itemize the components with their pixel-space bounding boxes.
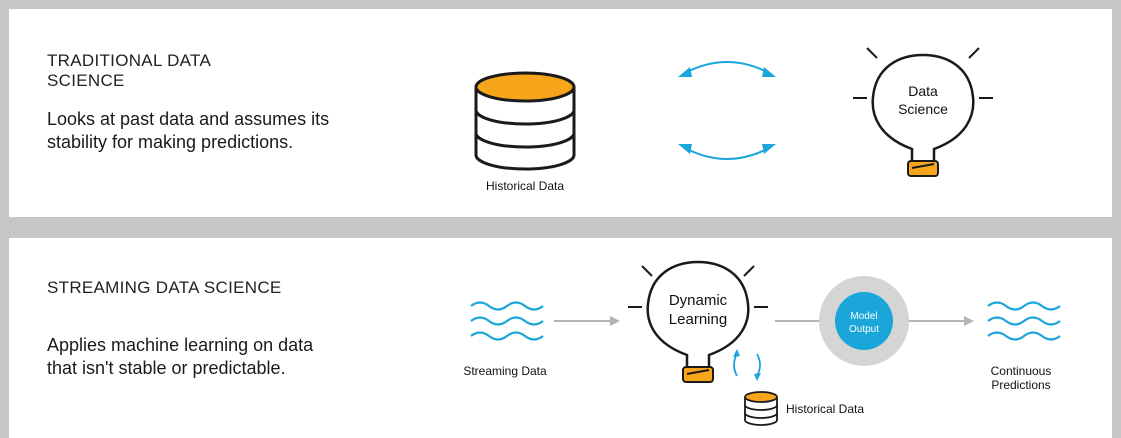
bulb-label-line2: Science: [898, 101, 948, 117]
stream-label: Streaming Data: [463, 364, 547, 378]
predictions-label: Continuous Predictions: [976, 364, 1066, 392]
wave-icon: [470, 301, 544, 341]
bulb-label-line2: Learning: [669, 311, 727, 328]
database-label: Historical Data: [485, 179, 565, 193]
model-output-icon: [819, 276, 909, 366]
bidirectional-arrow-icon: [733, 349, 761, 381]
traditional-heading: TRADITIONAL DATA SCIENCE: [47, 51, 211, 90]
wave-icon: [987, 301, 1061, 341]
predictions-label-line2: Predictions: [991, 378, 1051, 392]
database-icon: [744, 391, 778, 426]
model-label-line2: Output: [849, 324, 879, 335]
streaming-diagram: Dynamic Learning Model Output: [470, 260, 1061, 426]
bulb-label-line1: Dynamic: [669, 292, 728, 309]
flow-arrow: [554, 316, 620, 326]
flow-arrow: [909, 316, 974, 326]
lightbulb-icon: [853, 47, 993, 177]
streaming-panel: STREAMING DATA SCIENCE Applies machine l…: [9, 238, 1112, 438]
streaming-heading: STREAMING DATA SCIENCE: [47, 278, 282, 297]
traditional-diagram: Data Science: [474, 47, 993, 177]
traditional-description: Looks at past data and assumes its stabi…: [47, 109, 330, 152]
lightbulb-icon: [628, 260, 768, 383]
database-icon: [474, 71, 576, 171]
history-label: Historical Data: [786, 402, 865, 416]
bidirectional-arrow-icon: [678, 144, 776, 160]
traditional-panel: TRADITIONAL DATA SCIENCE Looks at past d…: [9, 9, 1112, 217]
bidirectional-arrow-icon: [678, 61, 776, 77]
streaming-description: Applies machine learning on data that is…: [47, 335, 314, 378]
model-label-line1: Model: [850, 311, 877, 322]
predictions-label-line1: Continuous: [990, 364, 1052, 378]
bulb-label-line1: Data: [908, 83, 938, 99]
